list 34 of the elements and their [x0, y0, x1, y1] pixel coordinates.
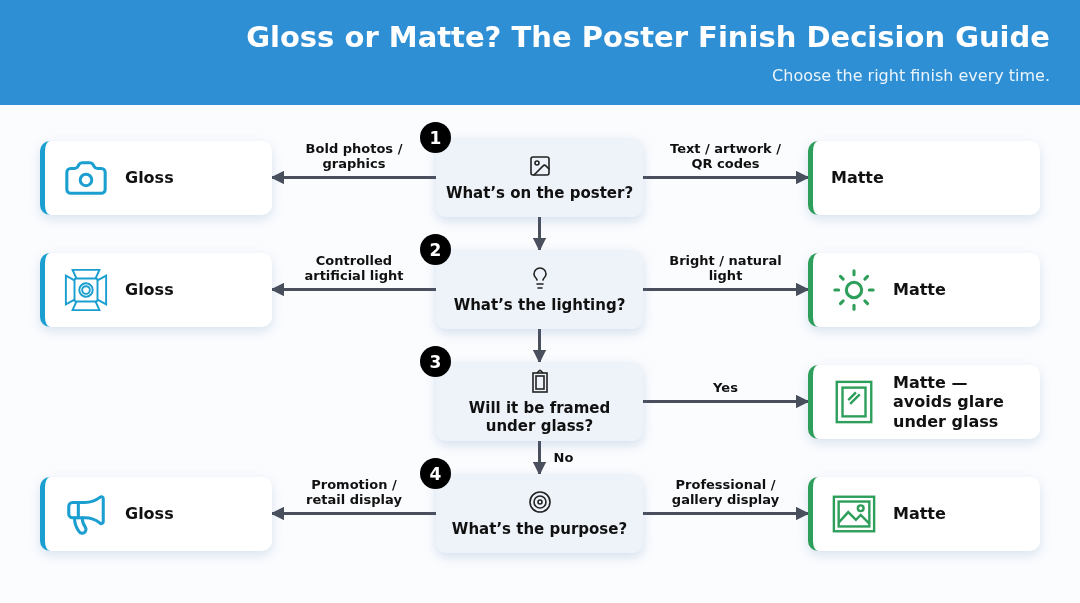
arrow [270, 282, 436, 297]
arrow [532, 217, 547, 252]
step-number: 3 [420, 346, 451, 377]
arrow [643, 394, 810, 409]
result-card [808, 141, 1040, 215]
arrow [643, 170, 810, 185]
result-text: Gloss [125, 280, 174, 300]
result-text: Matte [893, 280, 946, 300]
arrow [270, 170, 436, 185]
arrow [270, 506, 436, 521]
arrow [643, 506, 810, 521]
title: Gloss or Matte? The Poster Finish Decision Guide [246, 20, 1050, 54]
question-text: What’s on the poster? [445, 183, 634, 202]
result-text: Matte [893, 504, 946, 524]
result-text: Matte [831, 168, 884, 188]
result-card [808, 477, 1040, 551]
result-card [40, 253, 272, 327]
step-number: 2 [420, 234, 451, 265]
result-card [808, 365, 1040, 439]
arrow [532, 441, 547, 476]
result-text: Gloss [125, 504, 174, 524]
subtitle: Choose the right finish every time. [772, 66, 1050, 85]
question-text: What’s the purpose? [451, 519, 628, 538]
result-text: Matte — avoids glare under glass [893, 373, 1005, 431]
arrow [643, 282, 810, 297]
result-text: Gloss [125, 168, 174, 188]
question-text: Will it be framed under glass? [467, 398, 612, 435]
result-card [40, 477, 272, 551]
step-number: 4 [420, 458, 451, 489]
question-text: What’s the lighting? [453, 295, 626, 314]
arrow [532, 329, 547, 364]
result-card [808, 253, 1040, 327]
step-number: 1 [420, 122, 451, 153]
result-card [40, 141, 272, 215]
